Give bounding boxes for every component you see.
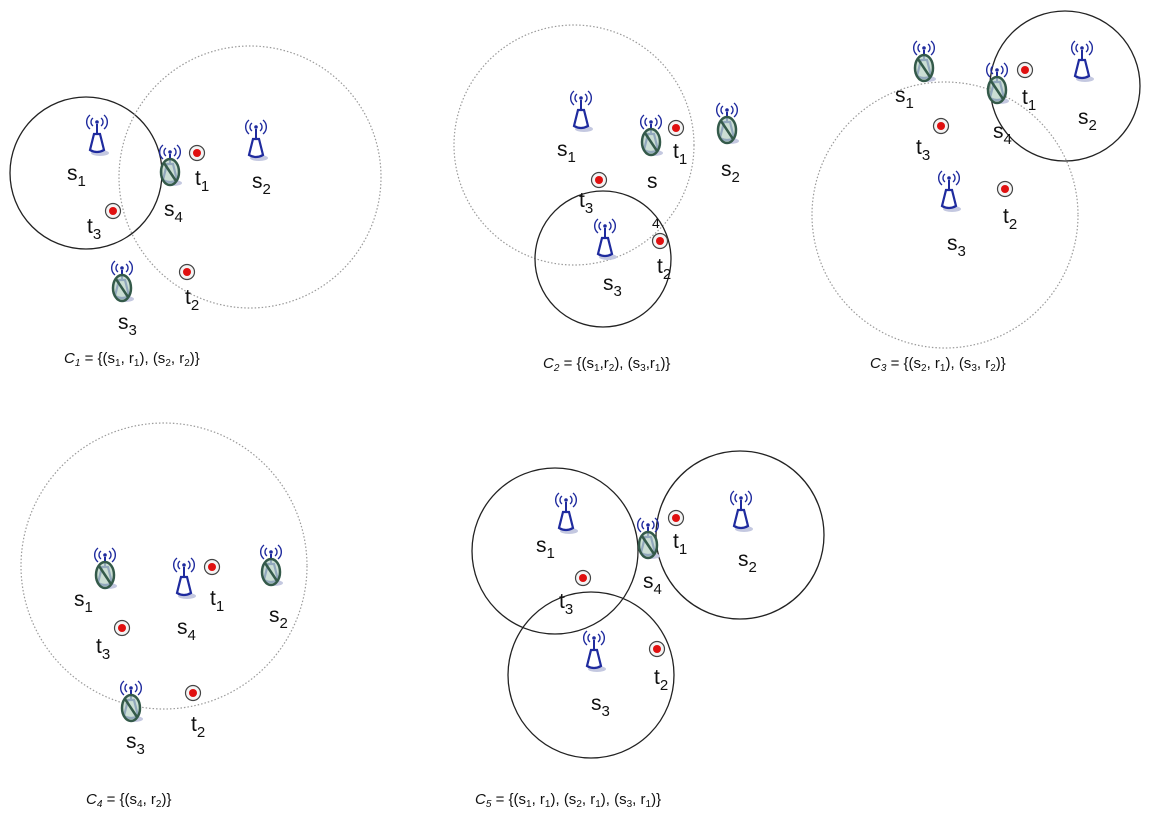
- panel-c2: s1 s s2 s3 t1 t3 t2 4: [453, 24, 740, 328]
- sensor-s2: s2: [260, 544, 288, 632]
- range-circle-dotted: [453, 24, 695, 266]
- sensor-s1: s1: [895, 40, 936, 112]
- target-label: t1: [1022, 86, 1036, 114]
- sensor-label: s4: [164, 198, 183, 226]
- target-label: t1: [673, 530, 687, 558]
- range-circle-dotted: [811, 81, 1079, 349]
- target-label: t2: [654, 666, 668, 694]
- caption-c4: C4 = {(s4, r2)}: [86, 791, 172, 810]
- target-label: t2: [185, 286, 199, 314]
- target-t1: t1: [667, 509, 687, 558]
- target-t3: t3: [96, 619, 131, 663]
- target-label: t3: [96, 635, 110, 663]
- sensor-s4: s4: [637, 517, 662, 598]
- target-label: t3: [87, 215, 101, 243]
- target-t1: t1: [188, 144, 209, 195]
- target-t3: t3: [916, 117, 950, 164]
- range-circle-dotted: [20, 422, 308, 710]
- range-circle-solid: [9, 96, 163, 250]
- sensor-label: s4: [643, 570, 662, 598]
- target-t1: t1: [667, 119, 687, 168]
- target-label: t2: [1003, 205, 1017, 233]
- sensor-label: s2: [738, 548, 757, 576]
- sensor-s1: s1: [74, 547, 117, 616]
- caption-c1: C1 = {(s1, r1), (s2, r2)}: [64, 350, 200, 369]
- note-text: 4: [652, 215, 660, 231]
- panel-c4: s1 s4 s2 s3 t1 t3 t2: [20, 422, 308, 758]
- sensor-label: s3: [591, 692, 610, 720]
- sensor-label: s4: [993, 120, 1012, 148]
- sensor-s4: s4: [173, 557, 196, 644]
- target-t2: t2: [996, 180, 1017, 233]
- target-label: t2: [657, 255, 671, 283]
- sensor-s3: s3: [111, 260, 137, 339]
- sensor-label: s3: [118, 311, 137, 339]
- target-label: t3: [916, 136, 930, 164]
- target-label: t1: [210, 587, 224, 615]
- sensor-label: s2: [269, 604, 288, 632]
- note-label: 4: [652, 215, 660, 231]
- target-label: t2: [191, 713, 205, 741]
- sensor-label: s1: [67, 162, 86, 190]
- target-t2: t2: [184, 684, 205, 741]
- range-circle-solid: [471, 467, 639, 635]
- panel-c1: s1 s4 s2 s3 t1 t3 t2: [9, 45, 382, 339]
- sensor-s2: s2: [245, 119, 271, 198]
- sensor-s3: s3: [120, 680, 145, 758]
- sensor-s1: s1: [557, 90, 593, 166]
- sensor-label: s3: [947, 232, 966, 260]
- sensor-label: s1: [74, 588, 93, 616]
- target-t1: t1: [1016, 61, 1036, 114]
- sensor-s3: s3: [938, 170, 966, 260]
- panel-c3: s1 s4 s2 s3 t1 t3 t2: [811, 10, 1141, 349]
- target-t3: t3: [579, 171, 608, 217]
- sensor-s1: s1: [67, 114, 109, 190]
- sensor-label: s1: [557, 138, 576, 166]
- sensor-label: s4: [177, 616, 196, 644]
- target-label: t1: [673, 140, 687, 168]
- sensor-s4: s4: [986, 62, 1012, 148]
- target-label: t1: [195, 167, 209, 195]
- range-circle-solid: [655, 450, 825, 620]
- sensor-s3: s3: [594, 218, 622, 300]
- sensor-s2: s2: [716, 102, 740, 186]
- range-circle-dotted: [118, 45, 382, 309]
- caption-c2: C2 = {(s1,r2), (s3,r1)}: [543, 355, 671, 374]
- sensor-s2: s2: [1071, 40, 1097, 134]
- range-circle-solid: [507, 591, 675, 759]
- sensor-label: s2: [252, 170, 271, 198]
- sensor-label: s: [647, 170, 658, 193]
- range-circle-solid: [534, 190, 672, 328]
- sensor-label: s1: [895, 84, 914, 112]
- sensor-s: s: [640, 114, 663, 193]
- sensor-label: s2: [721, 158, 740, 186]
- sensor-label: s2: [1078, 106, 1097, 134]
- sensor-label: s1: [536, 534, 555, 562]
- sensor-s4: s4: [159, 144, 183, 226]
- sensor-s2: s2: [730, 490, 757, 576]
- target-t3: t3: [87, 202, 122, 243]
- sensor-label: s3: [126, 730, 145, 758]
- caption-c3: C3 = {(s2, r1), (s3, r2)}: [870, 355, 1006, 374]
- range-circle-solid: [989, 10, 1141, 162]
- target-t2: t2: [648, 640, 668, 694]
- target-t1: t1: [203, 558, 224, 615]
- caption-c5: C5 = {(s1, r1), (s2, r1), (s3, r1)}: [475, 791, 662, 810]
- sensor-label: s3: [603, 272, 622, 300]
- sensor-s1: s1: [536, 492, 578, 562]
- sensor-s3: s3: [583, 630, 610, 720]
